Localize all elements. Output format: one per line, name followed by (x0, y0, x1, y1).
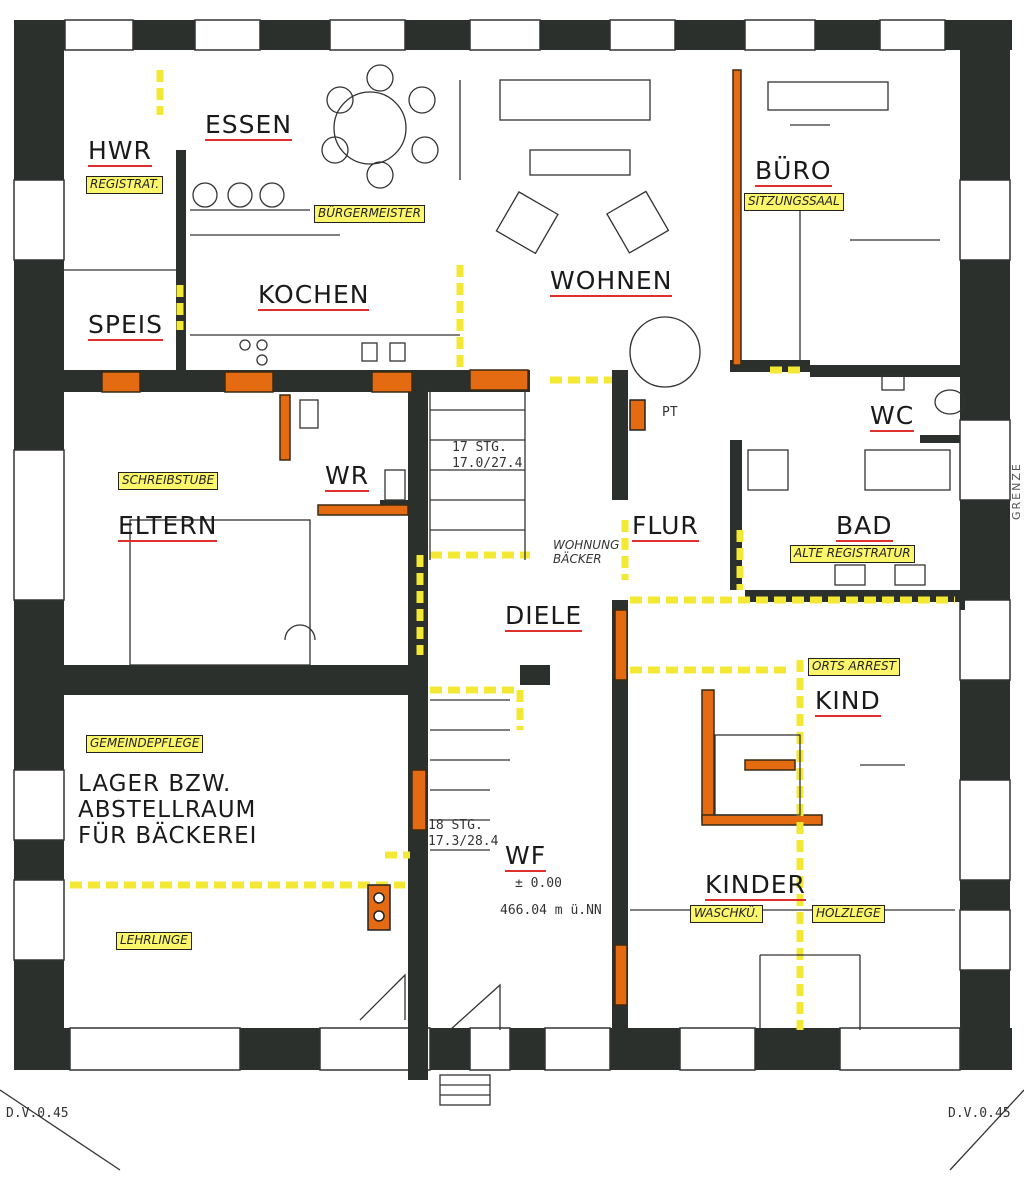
room-label-wf: WF (505, 841, 547, 872)
room-label-wc: WC (870, 401, 915, 432)
room-label-speis: SPEIS (88, 310, 163, 341)
room-label-wohnen: WOHNEN (550, 266, 673, 297)
furniture-lines (0, 64, 1024, 1171)
room-label-wr: WR (325, 461, 370, 492)
tag-wohnung-baecker: WOHNUNG BÄCKER (553, 538, 620, 567)
dv-left: D.V.0.45 (6, 1106, 69, 1121)
room-label-kind: KIND (815, 686, 881, 717)
wf-elevation: 466.04 m ü.NN (500, 903, 602, 918)
room-label-essen: ESSEN (205, 110, 293, 141)
dv-right: D.V.0.45 (948, 1106, 1011, 1121)
stair-note-lower: 18 STG. 17.3/28.4 (428, 818, 499, 849)
removed-walls (70, 70, 955, 1030)
tag-orts-arrest: ORTS ARREST (808, 658, 900, 676)
room-label-diele: DIELE (505, 601, 583, 632)
new-walls (101, 69, 823, 1006)
grenze-label: GRENZE (1010, 462, 1023, 520)
room-label-bad: BAD (836, 511, 893, 542)
tag-waschkue: WASCHKÜ. (690, 905, 763, 923)
room-label-buero: BÜRO (755, 156, 832, 187)
tag-gemeindepflege: GEMEINDEPFLEGE (86, 735, 204, 753)
room-label-flur: FLUR (632, 511, 699, 542)
wf-level: ± 0.00 (515, 876, 562, 891)
tag-schreibstube: SCHREIBSTUBE (118, 472, 219, 490)
tag-buergermeister: BÜRGERMEISTER (314, 205, 425, 223)
room-label-kochen: KOCHEN (258, 280, 370, 311)
tag-sitzungssaal: SITZUNGSSAAL (744, 193, 844, 211)
stair-note-upper: 17 STG. 17.0/27.4 (452, 440, 523, 471)
tag-registrat: REGISTRAT. (86, 176, 164, 194)
room-label-lager: LAGER BZW. ABSTELLRAUM FÜR BÄCKEREI (78, 771, 258, 849)
room-label-hwr: HWR (88, 136, 152, 167)
chimney (367, 399, 646, 931)
room-label-kinder: KINDER (705, 870, 806, 901)
tag-holzlege: HOLZLEGE (812, 905, 885, 923)
tag-alte-registratur: ALTE REGISTRATUR (790, 545, 915, 563)
tag-lehrlinge: LEHRLINGE (116, 932, 192, 950)
pt-note: PT (662, 405, 678, 420)
windows (13, 19, 1011, 1071)
room-label-eltern: ELTERN (118, 511, 218, 542)
